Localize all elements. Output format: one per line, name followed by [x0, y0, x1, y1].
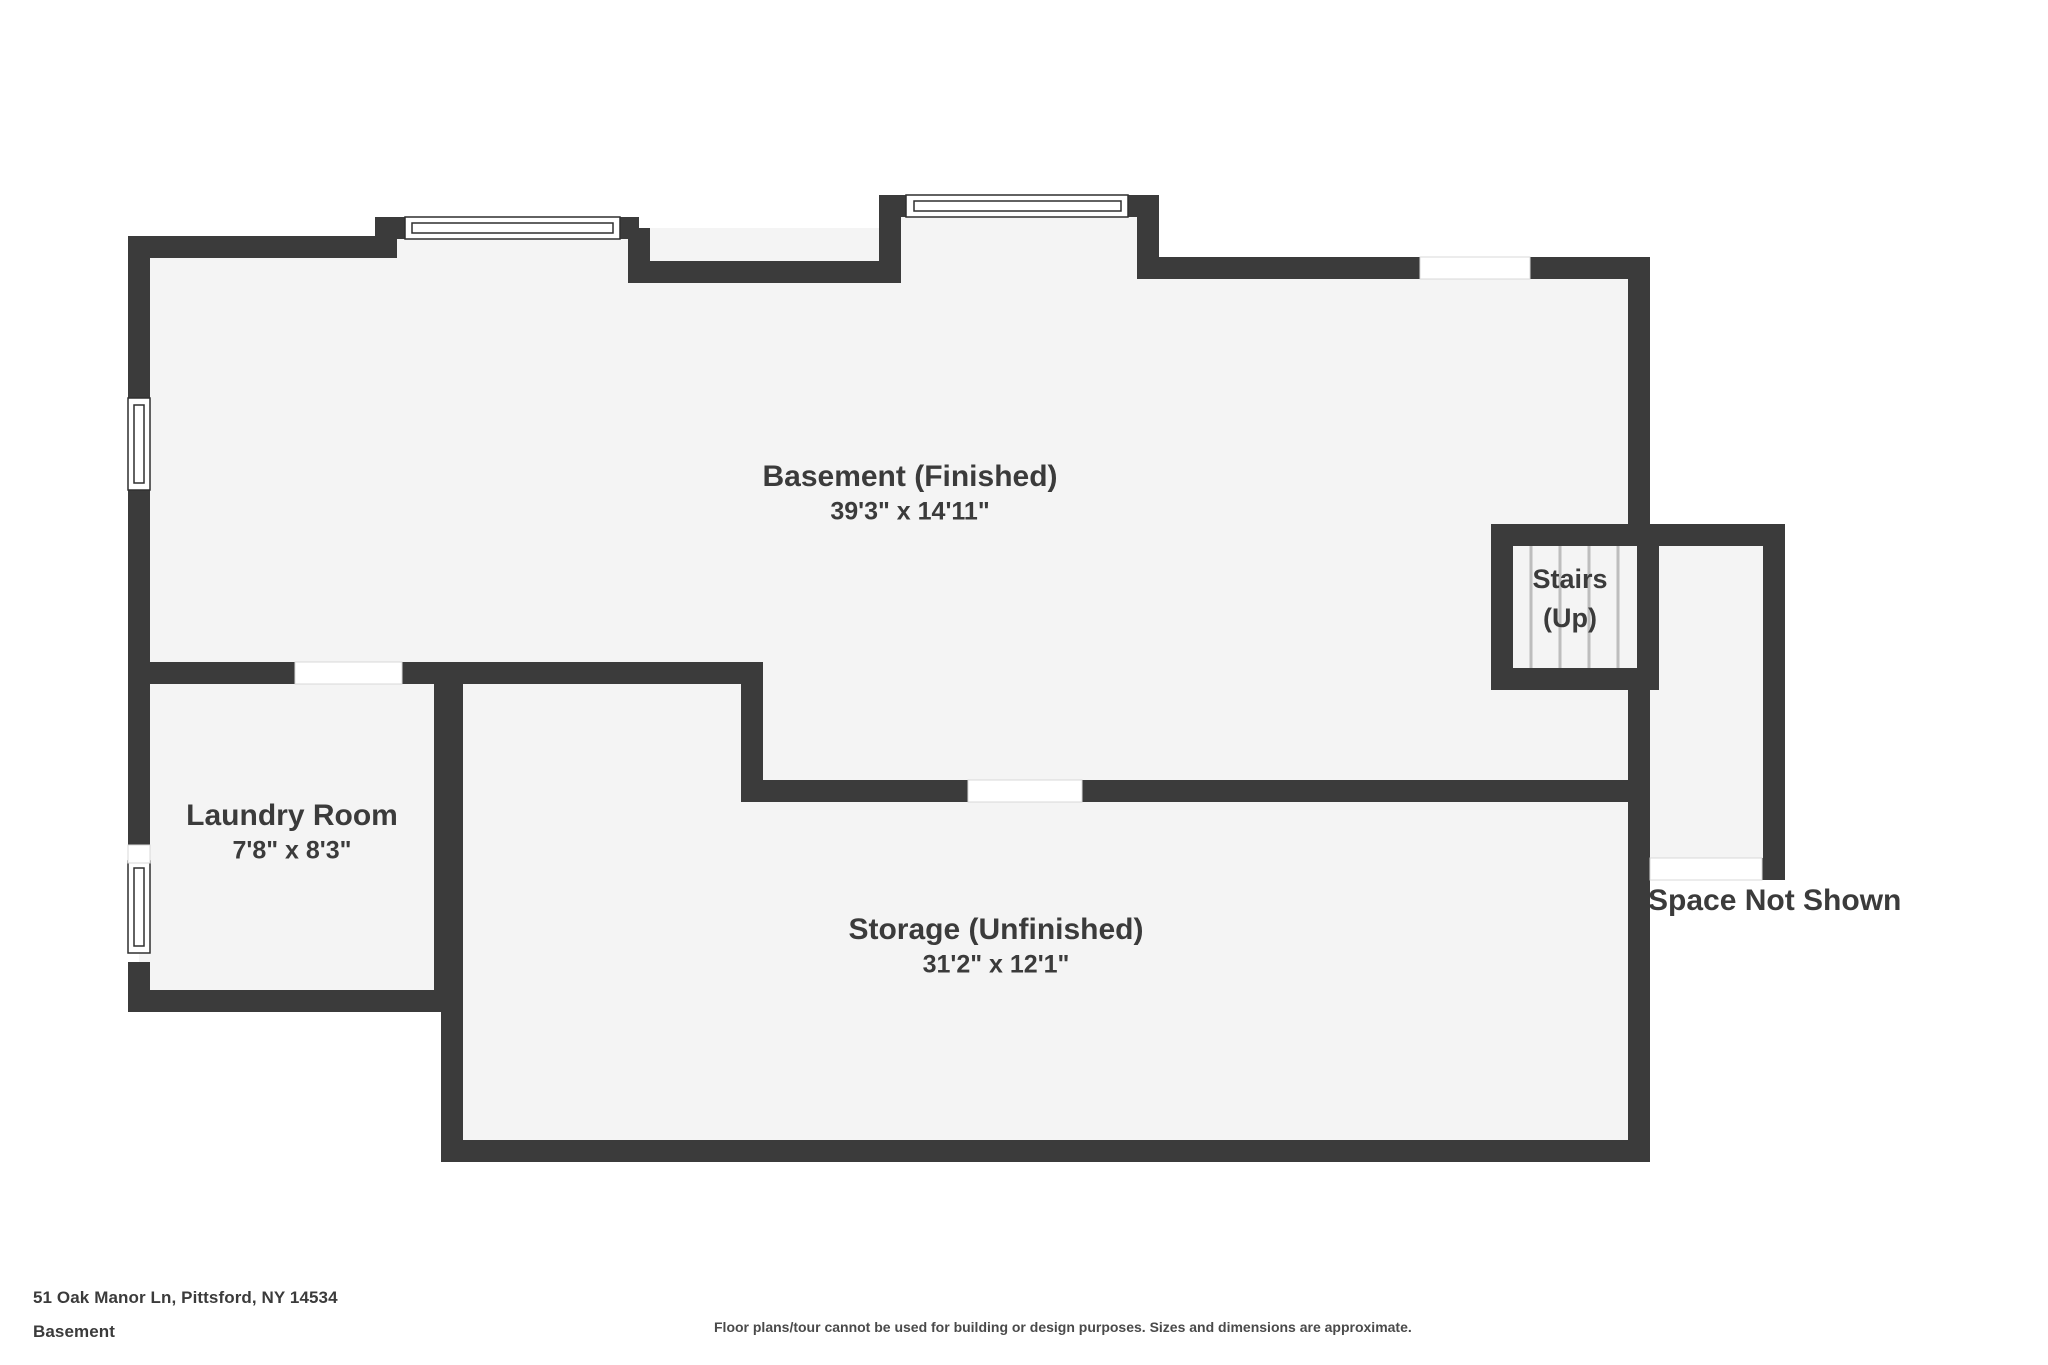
footer-level-name: Basement [33, 1322, 116, 1341]
space-not-shown-label: Space Not Shown [1648, 884, 1901, 917]
basement-bottom-wall-mid [402, 662, 968, 802]
basement-top-notch-wall [628, 195, 915, 283]
basement-floor-fill [139, 206, 1628, 791]
storage-room-name: Storage (Unfinished) [848, 913, 1143, 946]
window-top-center [905, 194, 1129, 218]
opening-space-not-shown-bottom [1649, 857, 1763, 881]
window-left-upper [127, 397, 151, 491]
opening-basement-to-laundry [294, 661, 403, 685]
footer-disclaimer: Floor plans/tour cannot be used for buil… [714, 1319, 1412, 1335]
laundry-room-floor-fill [139, 673, 445, 1001]
basement-room-dimensions: 39'3" x 14'11" [830, 498, 989, 526]
window-top-left [404, 216, 621, 240]
openings [127, 256, 1763, 881]
opening-left-wall-laundry [127, 844, 151, 864]
storage-room-wall [441, 673, 1650, 1162]
window-left-lower [127, 860, 151, 954]
basement-room-name: Basement (Finished) [762, 460, 1057, 493]
opening-right-top-wall [1419, 256, 1531, 280]
basement-right-top-wall [1530, 257, 1650, 546]
room-labels: Basement (Finished) 39'3" x 14'11" Laund… [186, 460, 1901, 979]
stairs-label-line2: (Up) [1543, 603, 1597, 633]
walls [128, 195, 1785, 1162]
opening-basement-to-storage [967, 779, 1083, 803]
laundry-room-dimensions: 7'8" x 8'3" [232, 837, 351, 865]
footer-address: 51 Oak Manor Ln, Pittsford, NY 14534 [33, 1288, 338, 1307]
storage-floor-fill [452, 673, 1628, 1151]
stairs-floor-fill [1502, 535, 1637, 679]
laundry-room-name: Laundry Room [186, 799, 398, 832]
stairs-label-line1: Stairs [1532, 564, 1607, 594]
basement-upper-right-wall [1122, 195, 1420, 279]
windows [127, 194, 1129, 954]
stair-treads [1529, 546, 1620, 668]
room-fills [139, 206, 1774, 1151]
storage-room-dimensions: 31'2" x 12'1" [923, 951, 1070, 979]
